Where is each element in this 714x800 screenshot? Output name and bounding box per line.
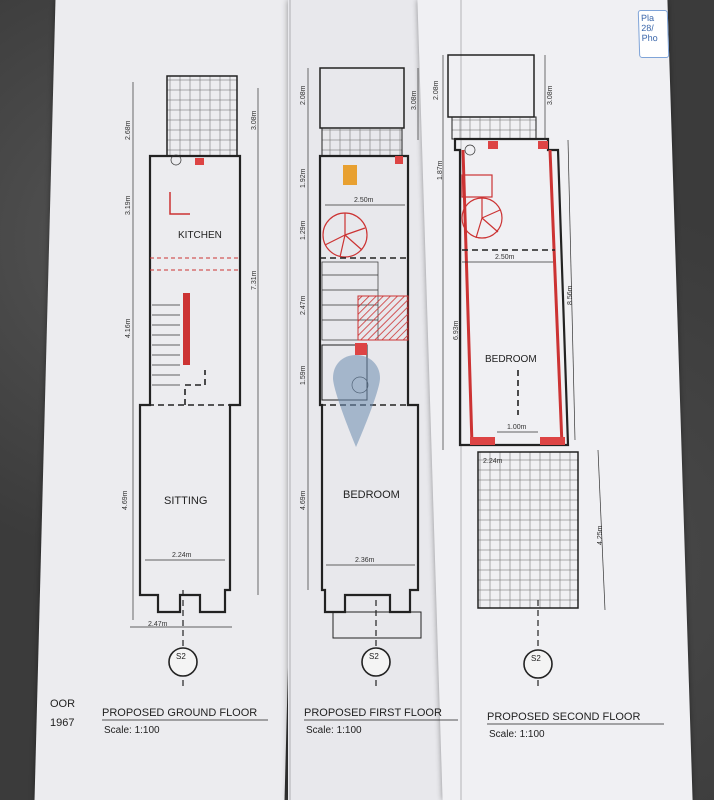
dim-ground-w1: 2.24m [172,552,192,559]
dim-first-7: 3.08m [411,90,418,110]
first-balcony [332,611,422,639]
ground-floor-plan: KITCHEN SITTING 2.68m 3.19m 4.16m 4.69m … [50,75,268,736]
dim-second-w3: 2.24m [483,458,503,465]
dim-ground-5: 3.08m [251,110,258,130]
dim-ground-4: 4.69m [122,490,129,510]
dim-second-w1: 2.50m [495,254,515,261]
dim-first-1: 2.08m [300,85,307,105]
section-label-second: S2 [531,654,541,663]
scale-first-floor: Scale: 1:100 [306,725,362,736]
second-spiral-stair [461,197,503,239]
ground-stairs [152,304,180,386]
dim-second-w2: 1.00m [507,424,527,431]
dim-second-1: 2.08m [433,80,440,100]
title-first-floor: PROPOSED FIRST FLOOR [304,707,442,719]
dim-second-2: 1.87m [437,160,444,180]
ground-wc [170,154,182,166]
dim-first-6: 4.69m [300,490,307,510]
first-spiral-stair [322,212,368,258]
ground-yard-tiles [166,75,238,157]
dim-first-2: 1.92m [300,168,307,188]
dim-ground-1: 2.68m [125,120,132,140]
room-label-sitting: SITTING [164,495,207,507]
first-roof-area [319,67,405,129]
section-marker-first [361,647,391,677]
second-roof-area [447,54,535,118]
title-ground-floor: PROPOSED GROUND FLOOR [102,707,257,719]
dim-first-3: 1.29m [300,220,307,240]
section-label-first: S2 [369,652,379,661]
second-floor-plan: BEDROOM 2.08m 1.87m 6.93m 3.08m 8.56m 4.… [433,54,664,740]
margin-text-1: OOR [50,698,75,710]
first-floor-plan: BEDROOM 2.08m 1.92m 1.29m 2.47m 1.59m 4.… [300,67,458,736]
dim-ground-w2: 2.47m [148,621,168,628]
scale-ground-floor: Scale: 1:100 [104,725,160,736]
room-label-bedroom-first: BEDROOM [343,489,400,501]
dim-first-w2: 2.36m [355,557,375,564]
dim-ground-2: 3.19m [125,195,132,215]
dim-first-5: 1.59m [300,365,307,385]
first-hatched-void [357,295,409,341]
dim-first-w1: 2.50m [354,197,374,204]
dim-ground-3: 4.16m [125,318,132,338]
dim-ground-6: 7.31m [251,270,258,290]
room-label-kitchen: KITCHEN [178,230,222,241]
margin-text-2: 1967 [50,717,74,729]
fold-line [289,0,291,800]
section-marker-second [523,649,553,679]
scale-second-floor: Scale: 1:100 [489,729,545,740]
ground-outer-walls [138,154,242,614]
section-marker-ground [168,647,198,677]
watermark-pin-icon [333,355,380,447]
room-label-bedroom-second: BEDROOM [485,354,537,365]
dim-second-6: 4.25m [597,525,604,545]
ground-red-wall [183,293,190,365]
first-terrace-tiles [321,127,403,157]
dim-second-5: 8.56m [567,285,574,305]
title-second-floor: PROPOSED SECOND FLOOR [487,711,640,723]
dim-second-4: 3.08m [547,85,554,105]
second-terrace-tiles [477,451,579,609]
dim-second-3: 6.93m [453,320,460,340]
section-label-ground: S2 [176,652,186,661]
dim-first-4: 2.47m [300,295,307,315]
